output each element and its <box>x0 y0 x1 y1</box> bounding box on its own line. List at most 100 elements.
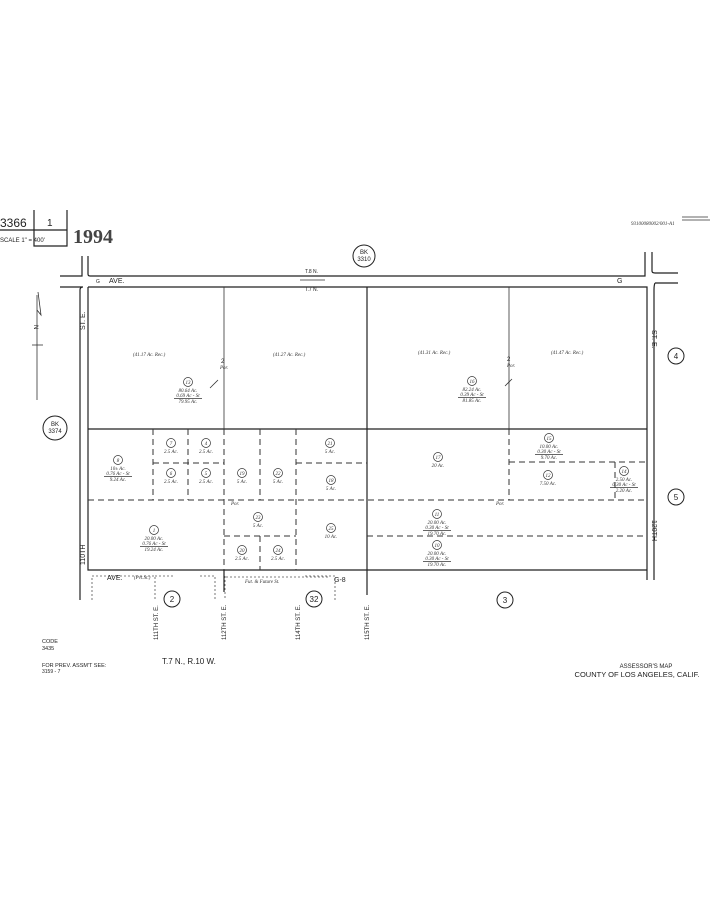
parcel-23: 235 Ac. <box>253 512 263 529</box>
page-reference: 32 <box>310 595 319 604</box>
county-title: COUNTY OF LOS ANGELES, CALIF. <box>575 670 700 679</box>
parcel-acreage: 20 Ac. <box>432 464 445 469</box>
parcel-acreage: 0.30 Ac - St <box>612 483 636 488</box>
parcel-number-circle <box>326 475 336 485</box>
portion-label: Por. <box>230 502 239 507</box>
parcel-acreage: 20.00 Ac. <box>145 537 164 542</box>
parcel-acreage: 2.50 Ac. <box>616 478 632 483</box>
parcel-acreage: 10 Ac. <box>325 535 338 540</box>
map-book-number: 3366 <box>0 216 27 230</box>
portion-label: Por. <box>506 364 515 369</box>
parcel-22: 225 Ac. <box>273 468 283 485</box>
map-year: 1994 <box>73 226 113 248</box>
parcel-number: 15 <box>547 437 553 442</box>
parcel-acreage: 0.76 Ac - St <box>106 472 130 477</box>
parcel-acreage: 2.5 Ac. <box>235 557 249 562</box>
parcel-7: 7 2.5 Ac. <box>164 438 178 455</box>
parcel-acreage: 80.64 Ac. <box>179 389 198 394</box>
parcel-number-circle <box>432 540 442 550</box>
assessor-title: ASSESSOR'S MAP <box>620 664 673 670</box>
parcel-number-circle <box>201 468 211 478</box>
township-range: T.7 N., R.10 W. <box>162 657 216 666</box>
parcel-14: 142.50 Ac.0.30 Ac - St2.20 Ac. <box>610 466 638 494</box>
parcel-acreage: 2.5 Ac. <box>164 450 178 455</box>
parcel-acreage: 19.70 Ac. <box>428 532 447 537</box>
prev-assessment-label: FOR PREV. ASSM'T SEE: <box>42 663 107 669</box>
parcel-acreage: 0.69 Ac - St <box>176 394 200 399</box>
parcel-5: 52.5 Ac. <box>199 468 213 485</box>
street-g8: G-8 <box>334 577 346 584</box>
portion-label: Por. <box>495 502 504 507</box>
street-left-110th: 110TH <box>80 545 87 566</box>
parcel-acreage: 82.24 Ac. <box>463 388 482 393</box>
parcel-number: 1 <box>153 529 156 534</box>
street-bottom-note: (Pvt.St.) <box>134 576 151 581</box>
parcel-number: 16 <box>470 380 476 385</box>
street-future: Fut. & Future St. <box>244 580 279 585</box>
street-right-st-e: ST. E. <box>650 330 657 349</box>
parcel-acreage: 19.70 Ac. <box>428 563 447 568</box>
parcel-number-circle <box>432 509 442 519</box>
parcel-acreage: 0.30 Ac - St <box>537 450 561 455</box>
parcel-number-circle <box>433 452 443 462</box>
parcel-acreage: 10± Ac. <box>110 467 125 472</box>
parcel-acreage: 2.5 Ac. <box>271 557 285 562</box>
parcel-number: 24 <box>276 549 282 554</box>
page-reference: 4 <box>674 352 679 361</box>
parcel-6: 6 2.5 Ac. <box>164 468 178 485</box>
parcel-acreage: 5 Ac. <box>253 524 263 529</box>
parcel-acreage: 20.00 Ac. <box>428 552 447 557</box>
parcel-acreage: 2.5 Ac. <box>199 450 213 455</box>
parcel-acreage: 2.5 Ac. <box>199 480 213 485</box>
parcel-acreage: 2.5 Ac. <box>164 480 178 485</box>
code-value: 3435 <box>42 646 54 652</box>
parcel-20: 20 2.5 Ac. <box>235 545 249 562</box>
portion-label: Por. <box>219 366 228 371</box>
record-labels: (41.17 Ac. Rec.) (41.27 Ac. Rec.) (41.31… <box>133 351 584 507</box>
parcel-number: 6 <box>170 472 173 477</box>
parcel-12: 127.50 Ac. <box>540 470 556 487</box>
parcel-acreage: 5 Ac. <box>237 480 247 485</box>
parcel-acreage: 9.70 Ac. <box>541 456 557 461</box>
parcel-number: 21 <box>328 442 333 447</box>
street-111th: 111TH ST. E. <box>154 605 160 640</box>
street-top-prefix: G <box>96 279 100 285</box>
parcel-number: 11 <box>435 513 440 518</box>
parcel-19: 19 5 Ac. <box>237 468 247 485</box>
parcel-number-circle <box>237 468 247 478</box>
streets: AVE. G G ST. E. 110TH ST. E. 120TH AVE. … <box>60 252 678 640</box>
street-g-right: G <box>617 278 622 285</box>
parcel-number: 10 <box>435 544 441 549</box>
parcel-acreage: 81.85 Ac. <box>463 399 482 404</box>
parcel-number-circle <box>273 468 283 478</box>
parcel-number-circle <box>113 455 123 465</box>
map-page-number: 1 <box>47 218 53 229</box>
parcel-acreage: 5 Ac. <box>325 450 335 455</box>
parcel-number-circle <box>237 545 247 555</box>
book-number: 3374 <box>48 429 62 435</box>
code-label: CODE <box>42 639 58 645</box>
parcel-24: 24 2.5 Ac. <box>271 545 285 562</box>
parcel-number-circle <box>325 438 335 448</box>
parcel-acreage: 0.76 Ac - St <box>142 542 166 547</box>
parcel-number: 25 <box>329 527 335 532</box>
street-right-120th: 120TH <box>650 520 657 541</box>
parcel-number-circle <box>201 438 211 448</box>
portion-number: 2 <box>221 359 225 365</box>
parcel-number: 14 <box>622 470 628 475</box>
parcel-number: 19 <box>240 472 246 477</box>
parcel-number: 20 <box>240 549 246 554</box>
parcel-number: 17 <box>436 456 442 461</box>
street-115th: 115TH ST. E. <box>365 604 371 640</box>
parcel-number: 8 <box>117 459 120 464</box>
parcel-number: 7 <box>170 442 173 447</box>
record-acreage: (41.27 Ac. Rec.) <box>273 353 306 358</box>
parcel-acreage: 9.24 Ac. <box>110 478 126 483</box>
parcel-acreage: 0.30 Ac - St <box>425 526 449 531</box>
parcel-acreage: 5 Ac. <box>326 487 336 492</box>
prev-assessment-ref: 3159 - 7 <box>42 669 61 675</box>
